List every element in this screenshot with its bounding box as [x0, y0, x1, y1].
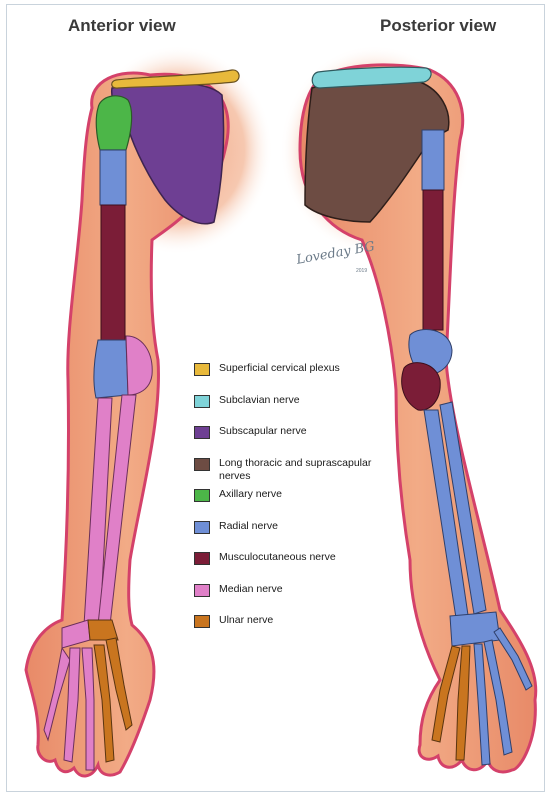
posterior-humerus-radial [422, 130, 444, 190]
legend-item: Subclavian nerve [194, 394, 394, 426]
legend-label: Subclavian nerve [219, 394, 389, 407]
legend-swatch [194, 584, 210, 597]
legend-label: Subscapular nerve [219, 425, 389, 438]
nerve-legend: Superficial cervical plexus Subclavian n… [194, 362, 394, 646]
anterior-elbow-radial [94, 340, 128, 398]
legend-label: Superficial cervical plexus [219, 362, 389, 375]
legend-label: Long thoracic and suprascapular nerves [219, 457, 389, 483]
legend-swatch [194, 521, 210, 534]
signature-year: 2019 [356, 268, 367, 274]
legend-swatch [194, 363, 210, 376]
legend-swatch [194, 395, 210, 408]
legend-item: Median nerve [194, 583, 394, 615]
legend-swatch [194, 458, 210, 471]
legend-swatch [194, 426, 210, 439]
legend-swatch [194, 615, 210, 628]
legend-label: Musculocutaneous nerve [219, 551, 389, 564]
legend-swatch [194, 489, 210, 502]
legend-item: Subscapular nerve [194, 425, 394, 457]
legend-label: Median nerve [219, 583, 389, 596]
legend-label: Axillary nerve [219, 488, 389, 501]
legend-swatch [194, 552, 210, 565]
posterior-humerus-musculocutaneous [423, 190, 443, 330]
anterior-humerus-musculocutaneous [101, 205, 125, 340]
anterior-humerus-axillary [96, 96, 131, 150]
legend-item: Superficial cervical plexus [194, 362, 394, 394]
legend-item: Ulnar nerve [194, 614, 394, 646]
anterior-humerus-radial [100, 150, 126, 205]
legend-item: Musculocutaneous nerve [194, 551, 394, 583]
legend-item: Axillary nerve [194, 488, 394, 520]
legend-label: Ulnar nerve [219, 614, 389, 627]
legend-label: Radial nerve [219, 520, 389, 533]
legend-item: Long thoracic and suprascapular nerves [194, 457, 394, 489]
legend-item: Radial nerve [194, 520, 394, 552]
